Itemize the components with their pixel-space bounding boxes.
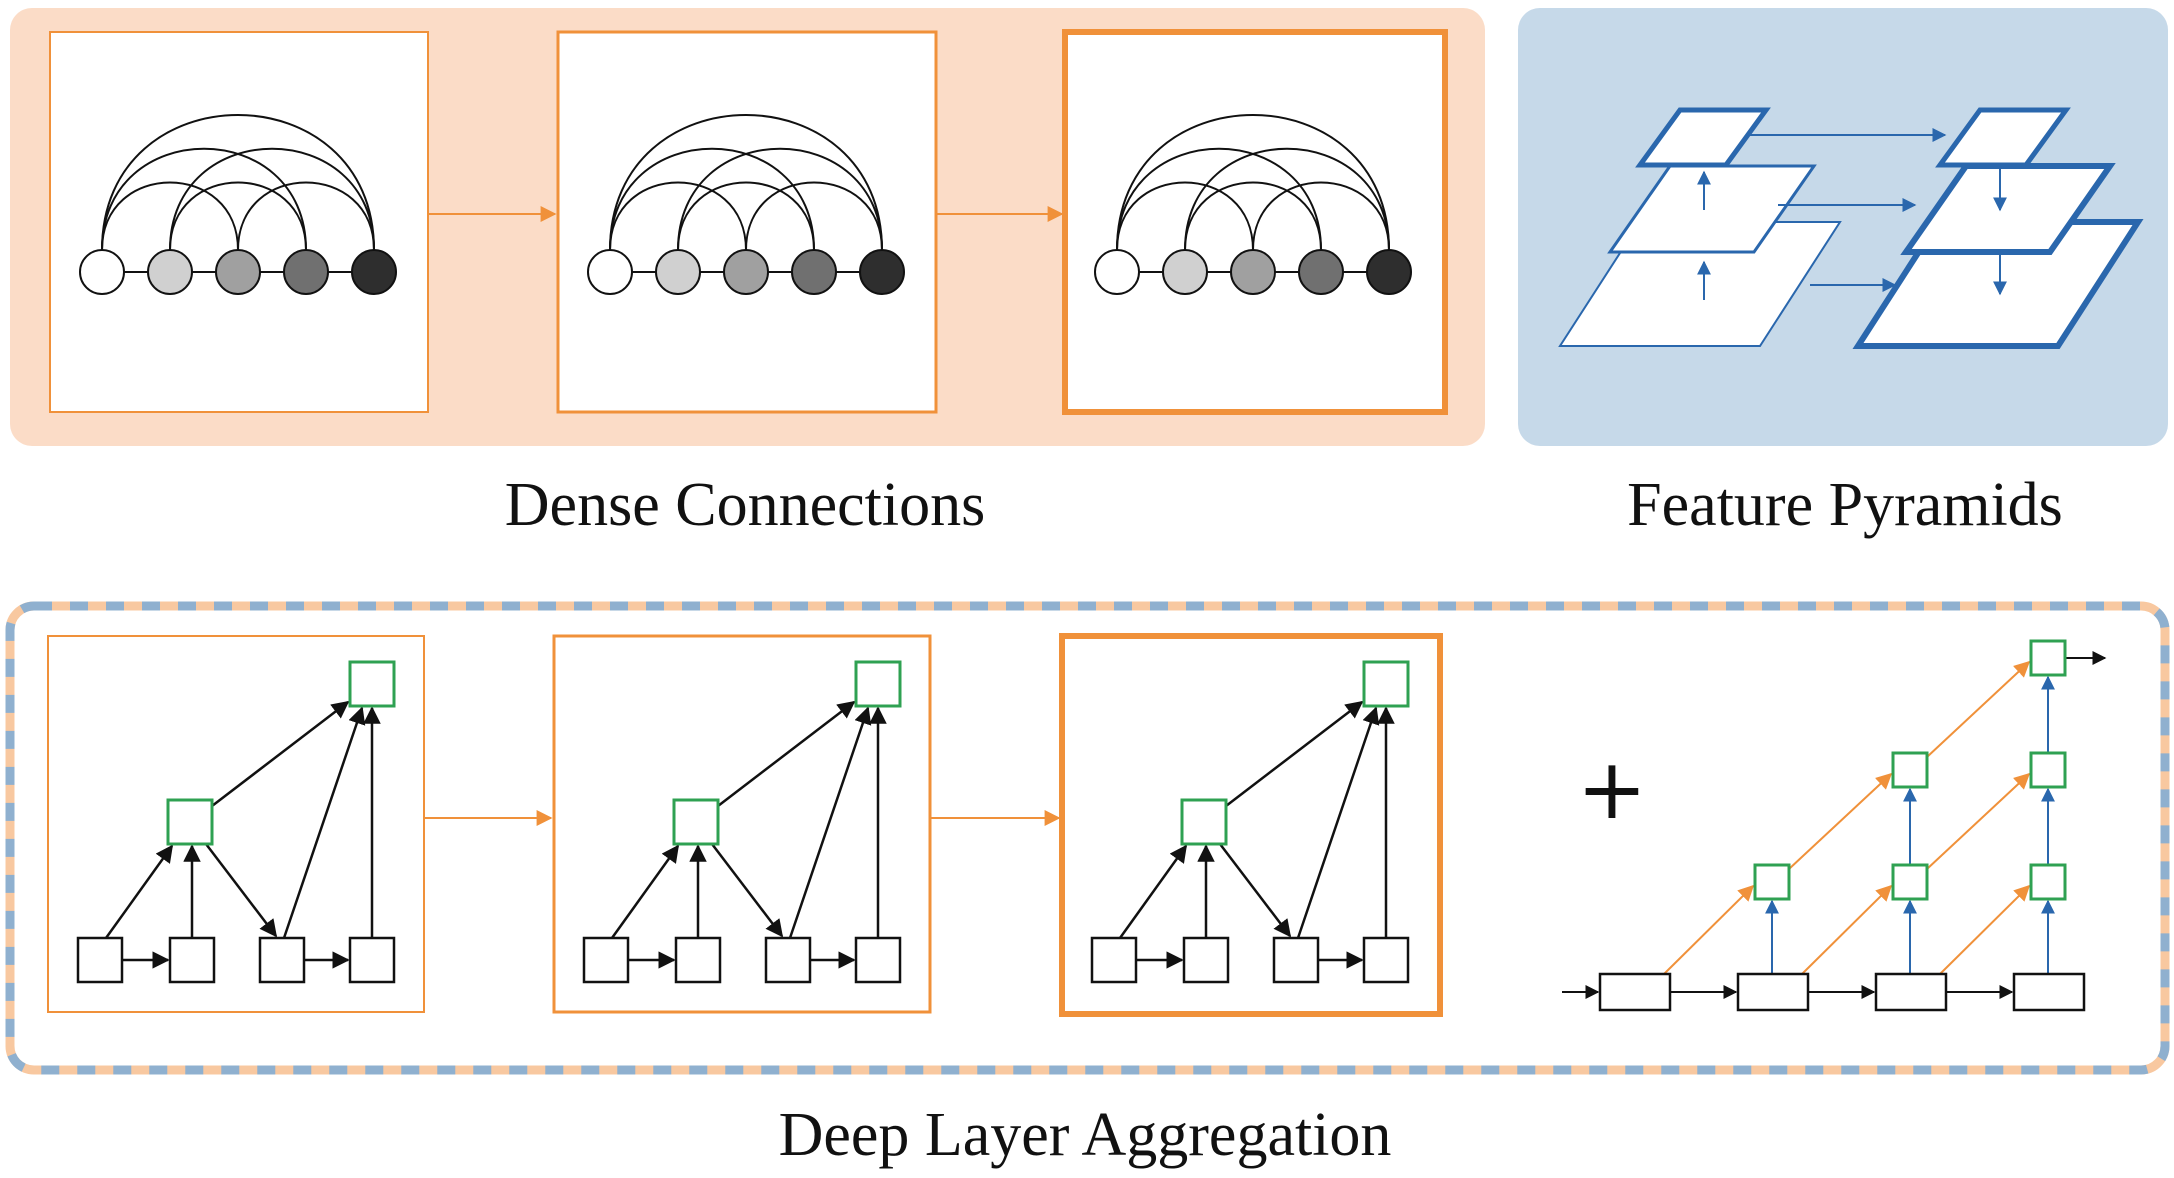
layer-node [79, 249, 125, 295]
dense-arc [1184, 181, 1322, 251]
aggregation-node [672, 798, 720, 846]
aggregation-node [1891, 751, 1929, 789]
dla-hierarchy-graphic [1562, 639, 2107, 1012]
layer-block [258, 936, 306, 984]
dense-arc [1252, 181, 1390, 251]
layer-block [1272, 936, 1320, 984]
plus-symbol: + [1577, 740, 1647, 838]
dla-panel-border-blue [5, 601, 2170, 1075]
layer-node [1094, 249, 1140, 295]
dense-arc [1116, 147, 1322, 251]
layer-block [1362, 936, 1410, 984]
orange-arrow [1926, 772, 2031, 870]
dense-arc [609, 181, 747, 251]
deep-layer-aggregation-panel: + [5, 601, 2170, 1075]
layer-node [215, 249, 261, 295]
dense-arc [101, 114, 375, 251]
black-arrow [104, 844, 174, 939]
dense-connections-panel [10, 8, 1485, 446]
dense-arc [609, 114, 883, 251]
black-arrow [205, 843, 278, 938]
layer-node [859, 249, 905, 295]
feature-pyramids-panel [1518, 8, 2168, 446]
stage-block [2012, 972, 2086, 1012]
aggregation-node [348, 660, 396, 708]
dense-arc [609, 147, 815, 251]
dense-arc [1184, 147, 1390, 251]
layer-node [1298, 249, 1344, 295]
orange-arrow [1939, 884, 2031, 975]
black-arrow [211, 700, 350, 807]
feature-pyramids-caption: Feature Pyramids [1627, 471, 2063, 539]
black-arrow [282, 706, 366, 939]
layer-block [168, 936, 216, 984]
pyramid-level-mid [1607, 164, 1817, 254]
layer-node [147, 249, 193, 295]
layer-block [76, 936, 124, 984]
dense-arc [745, 181, 883, 251]
black-arrow [717, 700, 856, 807]
layer-node [283, 249, 329, 295]
black-arrow [1219, 843, 1292, 938]
deep-layer-aggregation-caption: Deep Layer Aggregation [778, 1101, 1392, 1169]
orange-arrow [1926, 660, 2031, 758]
dense-arc [1116, 114, 1390, 251]
layer-block [1090, 936, 1138, 984]
pyramid-level-mid [1900, 163, 2116, 255]
dense-connections-caption: Dense Connections [504, 471, 986, 539]
orange-arrow [1663, 884, 1755, 975]
black-arrow [1296, 706, 1380, 939]
aggregation-node [1753, 863, 1791, 901]
dense-box [49, 31, 429, 413]
layer-node [723, 249, 769, 295]
dense-arc [169, 181, 307, 251]
layer-node [351, 249, 397, 295]
layer-node [1366, 249, 1412, 295]
layer-block [674, 936, 722, 984]
layer-block [764, 936, 812, 984]
dense-arc [677, 181, 815, 251]
layer-block [1182, 936, 1230, 984]
layer-node [587, 249, 633, 295]
aggregation-node [2029, 751, 2067, 789]
pyramid-level-small [1935, 107, 2071, 168]
black-arrow [711, 843, 784, 938]
layer-node [1162, 249, 1208, 295]
dense-arc [237, 181, 375, 251]
orange-arrow [1788, 772, 1893, 870]
stage-block [1874, 972, 1948, 1012]
dense-box [1062, 29, 1448, 415]
stage-block [1736, 972, 1810, 1012]
dense-arc [169, 147, 375, 251]
layer-node [1230, 249, 1276, 295]
aggregation-node [1362, 660, 1410, 708]
aggregation-node [1180, 798, 1228, 846]
dense-box [556, 30, 938, 414]
pyramid-level-small [1635, 107, 1771, 168]
layer-block [582, 936, 630, 984]
dense-arc [101, 181, 239, 251]
pyramid-graphic [1558, 107, 2144, 349]
aggregation-node [854, 660, 902, 708]
dense-arc [101, 147, 307, 251]
layer-block [854, 936, 902, 984]
dense-arc [1116, 181, 1254, 251]
aggregation-node [1891, 863, 1929, 901]
dense-boxes [49, 29, 1448, 415]
layer-block [348, 936, 396, 984]
aggregation-node [166, 798, 214, 846]
black-arrow [788, 706, 872, 939]
stage-block [1598, 972, 1672, 1012]
aggregation-node [2029, 863, 2067, 901]
dense-arc [677, 147, 883, 251]
layer-node [655, 249, 701, 295]
black-arrow [1118, 844, 1188, 939]
dla-boxes [47, 633, 1443, 1017]
black-arrow [610, 844, 680, 939]
orange-arrow [1801, 884, 1893, 975]
aggregation-node [2029, 639, 2067, 677]
black-arrow [1225, 700, 1364, 807]
layer-node [791, 249, 837, 295]
